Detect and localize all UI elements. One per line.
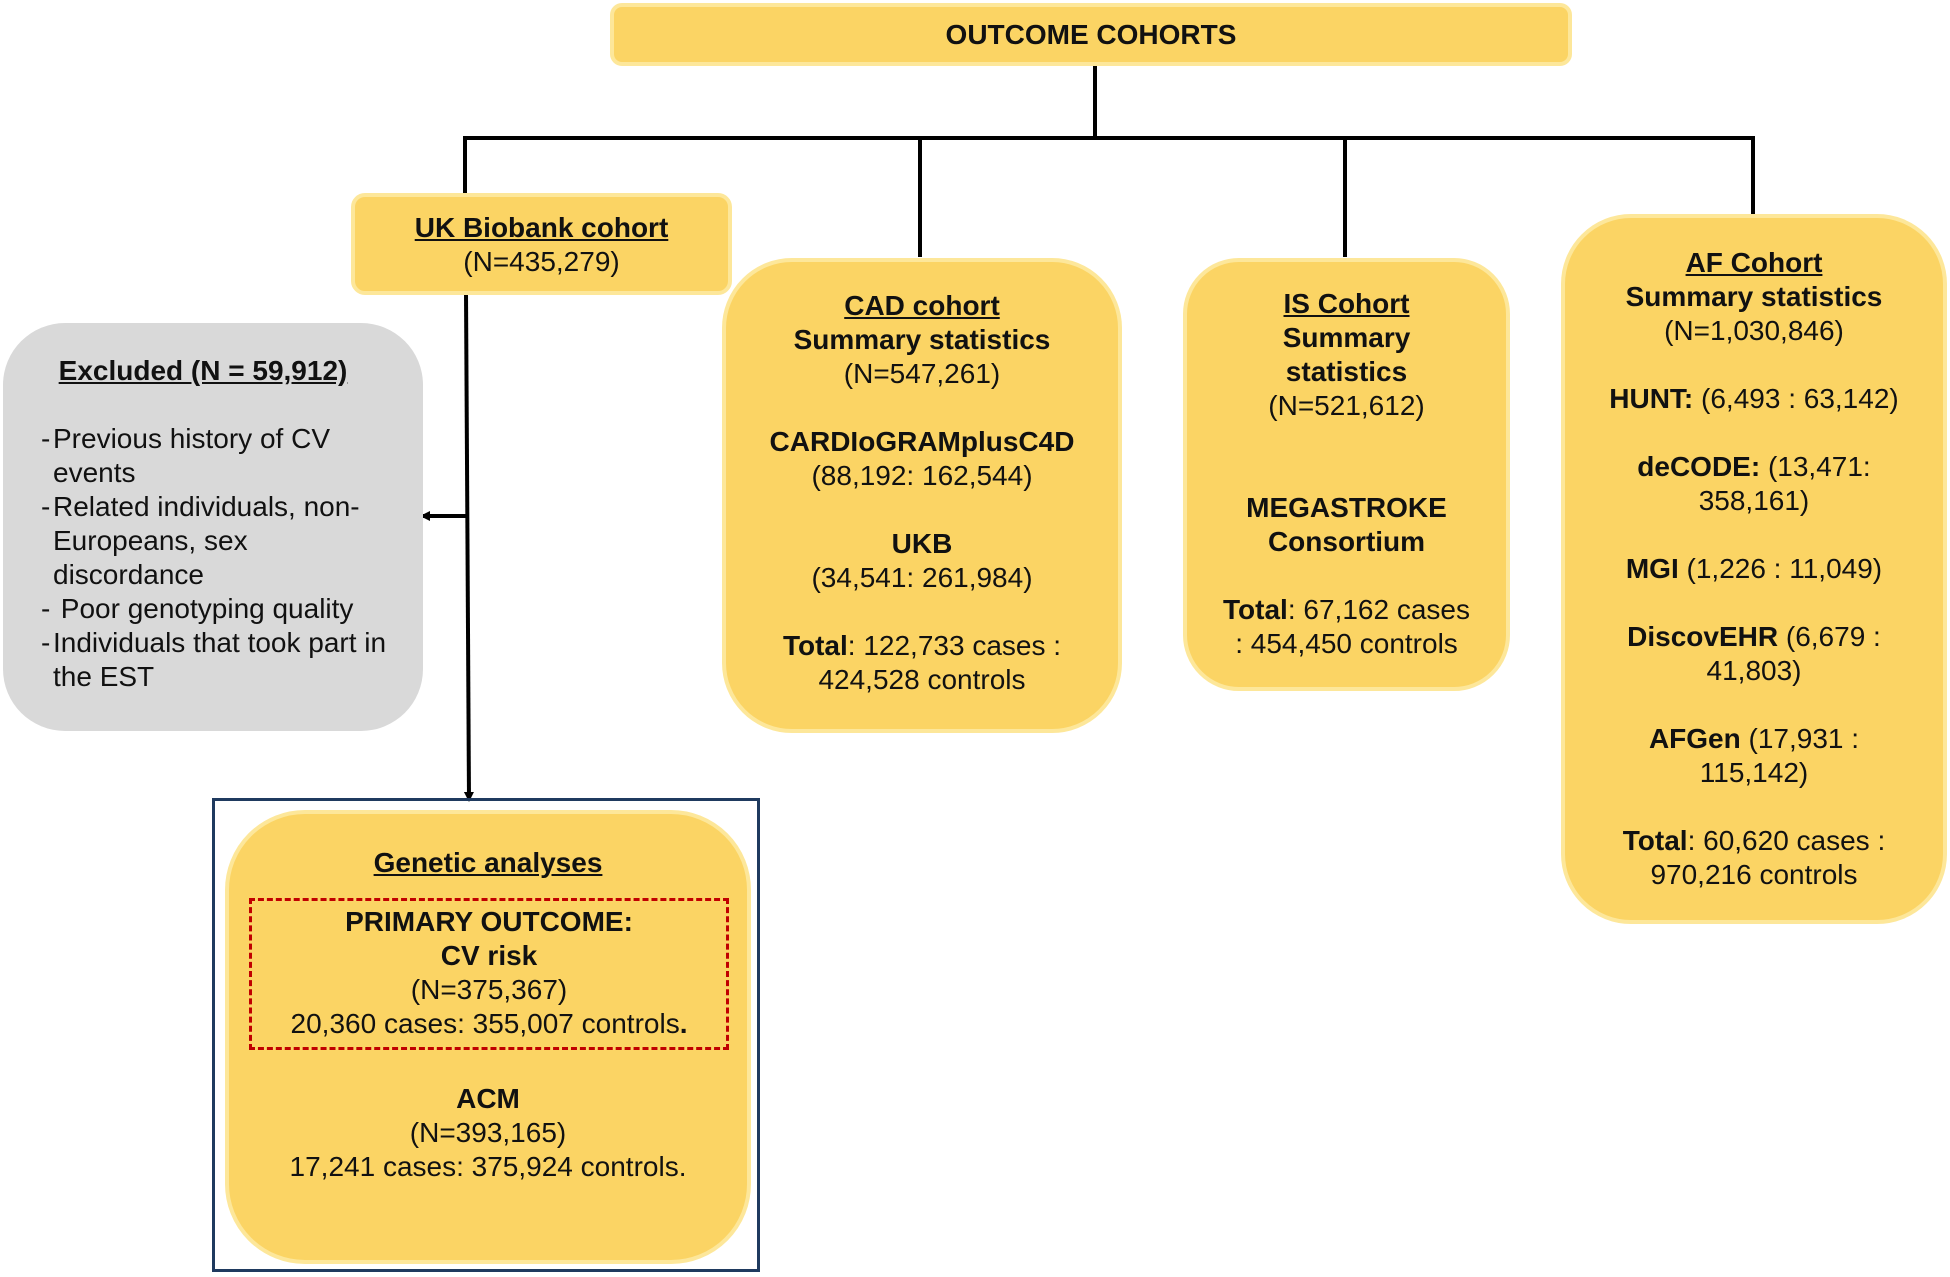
primary-outcome-label: PRIMARY OUTCOME: [345, 906, 633, 937]
uk-biobank-n: (N=435,279) [463, 246, 620, 277]
is-title: IS Cohort [1283, 288, 1410, 319]
excluded-title: Excluded (N = 59,912) [58, 355, 348, 386]
outcome-cohorts-title: OUTCOME COHORTS [945, 19, 1237, 50]
genetic-analyses-frame [212, 798, 760, 1272]
exclusion-item: -Related individuals, non-Europeans, sex… [41, 491, 360, 590]
primary-outcome-name: CV risk [440, 940, 538, 971]
cad-title: CAD cohort [844, 290, 1000, 321]
uk-biobank-title: UK Biobank cohort [414, 212, 669, 243]
cad-total: Total: 122,733 cases : [782, 630, 1062, 661]
acm-name: ACM [456, 1083, 520, 1114]
af-decode-counts: 358,161) [1698, 485, 1810, 516]
uk-biobank-box: UK Biobank cohort (N=435,279) [351, 193, 732, 295]
af-total: Total: 60,620 cases : [1622, 825, 1886, 856]
is-source-2: Consortium [1267, 526, 1426, 557]
af-afgen-counts: 115,142) [1699, 757, 1809, 788]
cad-source-1-counts: (88,192: 162,544) [811, 460, 1033, 491]
cad-source-2-counts: (34,541: 261,984) [811, 562, 1033, 593]
cad-cohort-box: CAD cohort Summary statistics (N=547,261… [722, 258, 1122, 733]
exclusion-list: -Previous history of CV events -Related … [3, 422, 403, 694]
cad-total-controls: 424,528 controls [818, 664, 1026, 695]
af-hunt: HUNT: (6,493 : 63,142) [1609, 383, 1899, 414]
af-cohort-box: AF Cohort Summary statistics (N=1,030,84… [1561, 214, 1947, 924]
af-discovehr: DiscovEHR (6,679 : [1627, 621, 1881, 652]
genetic-analyses-box: Genetic analyses PRIMARY OUTCOME: CV ris… [225, 810, 751, 1264]
is-subtitle-1: Summary [1282, 322, 1411, 353]
af-n: (N=1,030,846) [1664, 315, 1844, 346]
cad-source-2-name: UKB [891, 528, 953, 559]
is-total-controls: : 454,450 controls [1235, 628, 1458, 659]
af-subtitle: Summary statistics [1625, 281, 1883, 312]
acm-n: (N=393,165) [409, 1117, 567, 1148]
af-total-controls: 970,216 controls [1650, 859, 1858, 890]
af-mgi: MGI (1,226 : 11,049) [1625, 553, 1883, 584]
cad-source-1-name: CARDIoGRAMplusC4D [769, 426, 1075, 457]
af-decode: deCODE: (13,471: [1637, 451, 1871, 482]
outcome-cohorts-title-box: OUTCOME COHORTS [610, 3, 1572, 66]
cad-n: (N=547,261) [843, 358, 1001, 389]
exclusion-item: -Individuals that took part in the EST [41, 627, 387, 692]
acm-counts: 17,241 cases: 375,924 controls. [289, 1151, 687, 1182]
cad-subtitle: Summary statistics [793, 324, 1051, 355]
ukb-to-genetic-line [463, 292, 474, 802]
exclusion-item: -Previous history of CV events [41, 423, 330, 488]
is-source-1: MEGASTROKE [1246, 492, 1447, 523]
is-n: (N=521,612) [1268, 390, 1425, 421]
is-subtitle-2: statistics [1285, 356, 1408, 387]
is-total: Total: 67,162 cases [1223, 594, 1470, 625]
primary-outcome-counts: 20,360 cases: 355,007 controls. [290, 1008, 688, 1039]
genetic-analyses-title: Genetic analyses [373, 847, 603, 878]
af-discovehr-counts: 41,803) [1706, 655, 1802, 686]
exclusion-item: - Poor genotyping quality [41, 593, 354, 624]
af-afgen: AFGen (17,931 : [1648, 723, 1860, 754]
primary-outcome-box: PRIMARY OUTCOME: CV risk (N=375,367) 20,… [249, 898, 729, 1050]
is-cohort-box: IS Cohort Summary statistics (N=521,612)… [1183, 258, 1510, 691]
excluded-box: Excluded (N = 59,912) -Previous history … [3, 323, 423, 731]
af-title: AF Cohort [1685, 247, 1823, 278]
primary-outcome-n: (N=375,367) [410, 974, 568, 1005]
